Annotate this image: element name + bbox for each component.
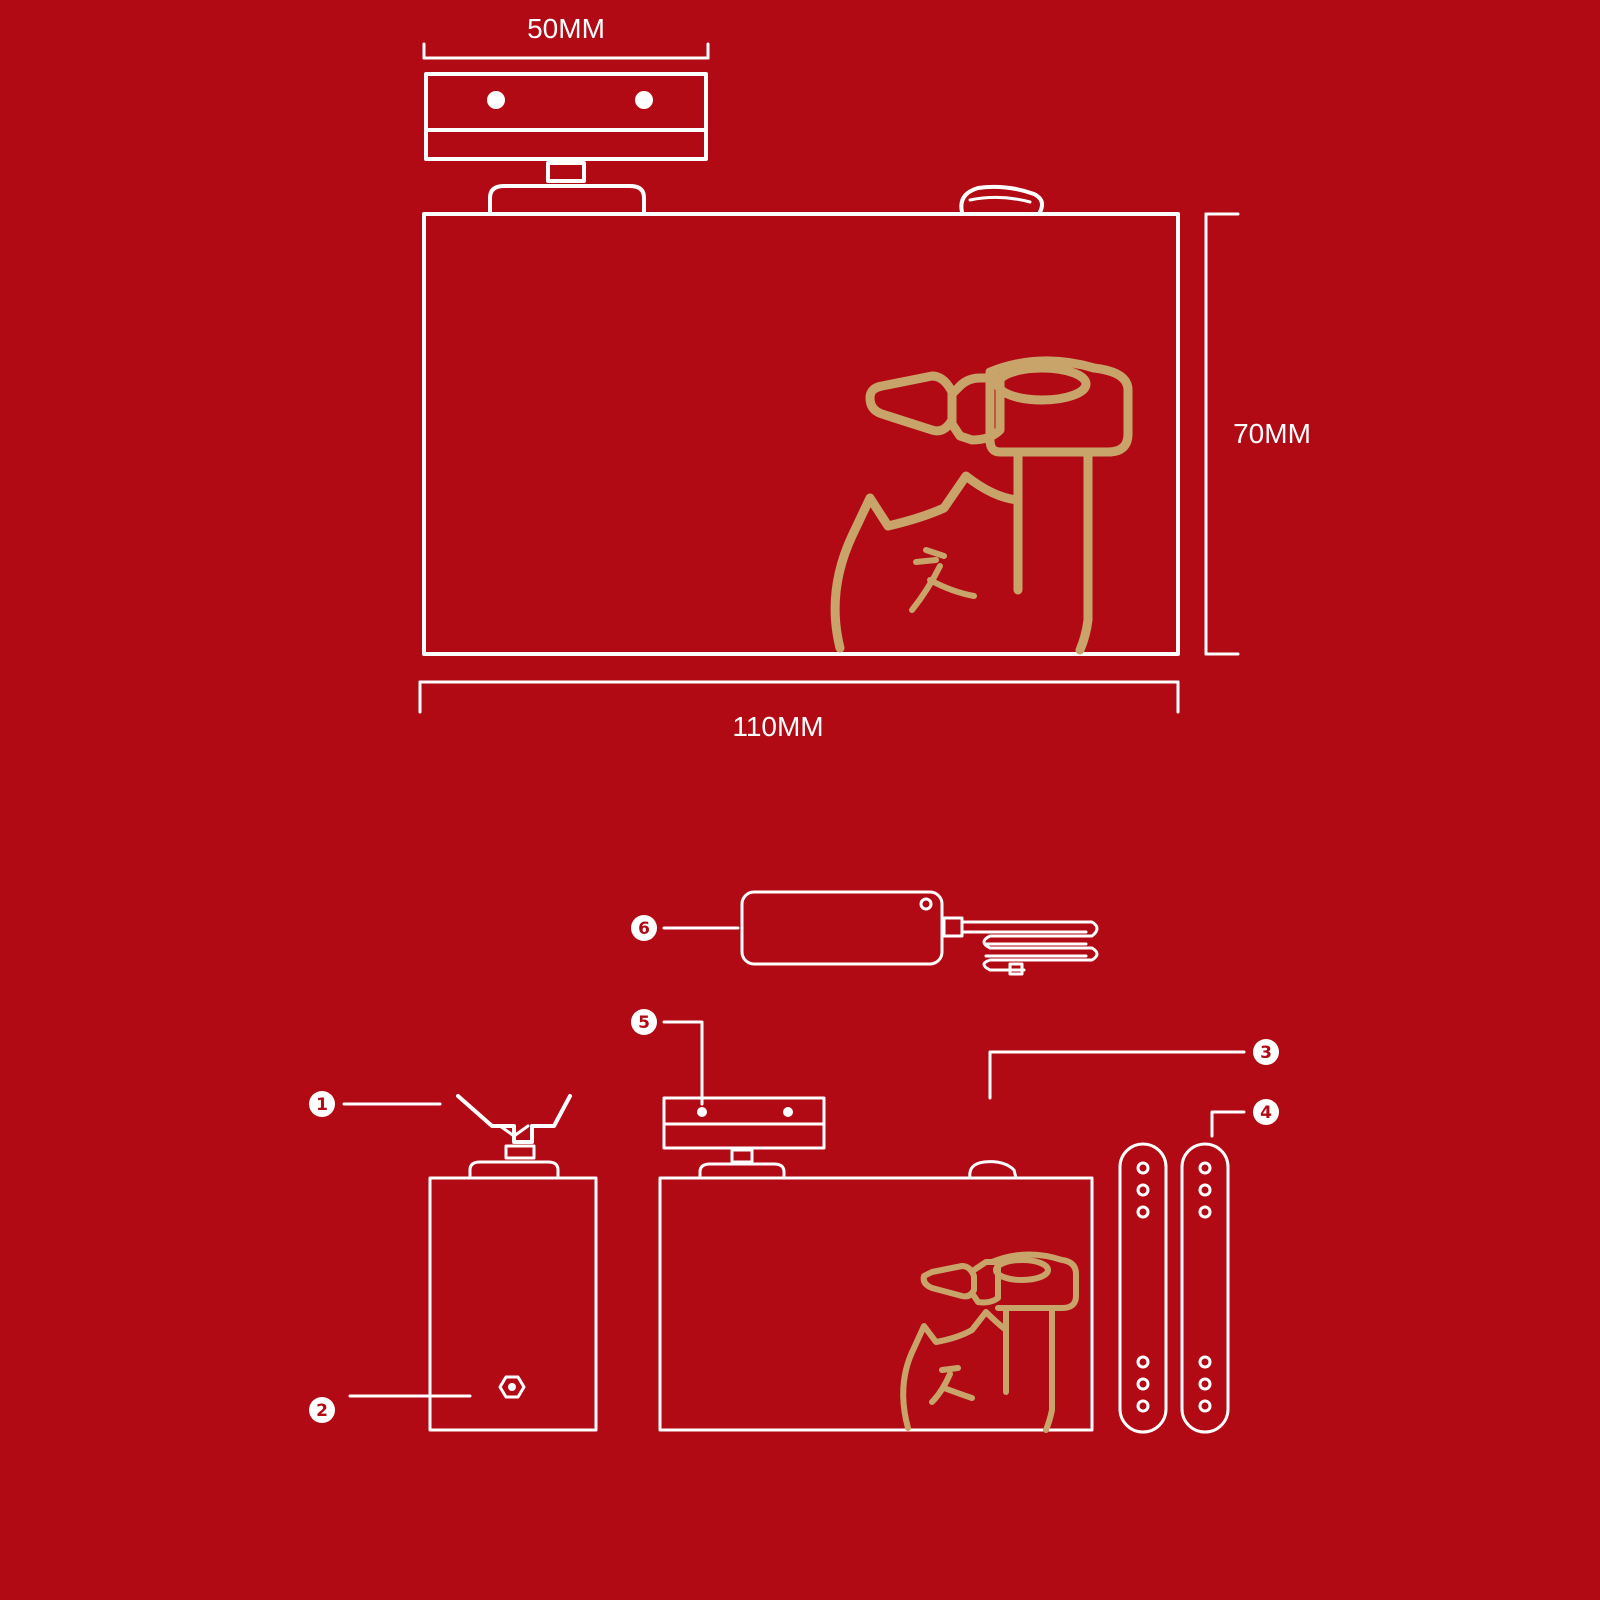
callout-2: 2	[309, 1397, 335, 1423]
svg-text:2: 2	[316, 1401, 328, 1421]
side-body	[428, 1176, 598, 1432]
small-main-body	[658, 1176, 1094, 1432]
knob-icon	[959, 184, 1044, 214]
camera-mount-icon	[424, 72, 708, 214]
small-mascot-icon	[900, 1251, 1079, 1433]
hex-nut-icon	[498, 1375, 526, 1399]
strap-icon	[1180, 1142, 1230, 1434]
parts-view: 6 5	[309, 890, 1279, 1434]
strap-icon	[1118, 1142, 1168, 1434]
dimension-label-70mm: 70MM	[1233, 418, 1311, 449]
dimension-width: 110MM	[418, 680, 1180, 742]
callout-1: 1	[309, 1091, 335, 1117]
svg-text:4: 4	[1260, 1103, 1272, 1123]
callout-3: 3	[1253, 1039, 1279, 1065]
dimension-height: 70MM	[1204, 212, 1311, 656]
main-body	[422, 212, 1180, 656]
svg-text:1: 1	[316, 1095, 328, 1115]
adapter-cable-icon	[740, 890, 1099, 976]
callout-4: 4	[1253, 1099, 1279, 1125]
small-knob-icon	[968, 1160, 1018, 1180]
svg-text:3: 3	[1260, 1043, 1272, 1063]
svg-text:5: 5	[638, 1013, 650, 1033]
svg-text:6: 6	[638, 919, 650, 939]
dimension-label-50mm: 50MM	[527, 13, 605, 44]
dimension-top-width: 50MM	[422, 13, 710, 60]
callout-5: 5	[631, 1009, 657, 1035]
dimension-label-110mm: 110MM	[732, 711, 823, 742]
main-view: 50MM	[418, 13, 1311, 742]
small-camera-mount-icon	[662, 1096, 826, 1180]
callout-6: 6	[631, 915, 657, 941]
mascot-with-glue-gun-icon	[830, 356, 1133, 655]
clamp-icon	[456, 1094, 572, 1180]
